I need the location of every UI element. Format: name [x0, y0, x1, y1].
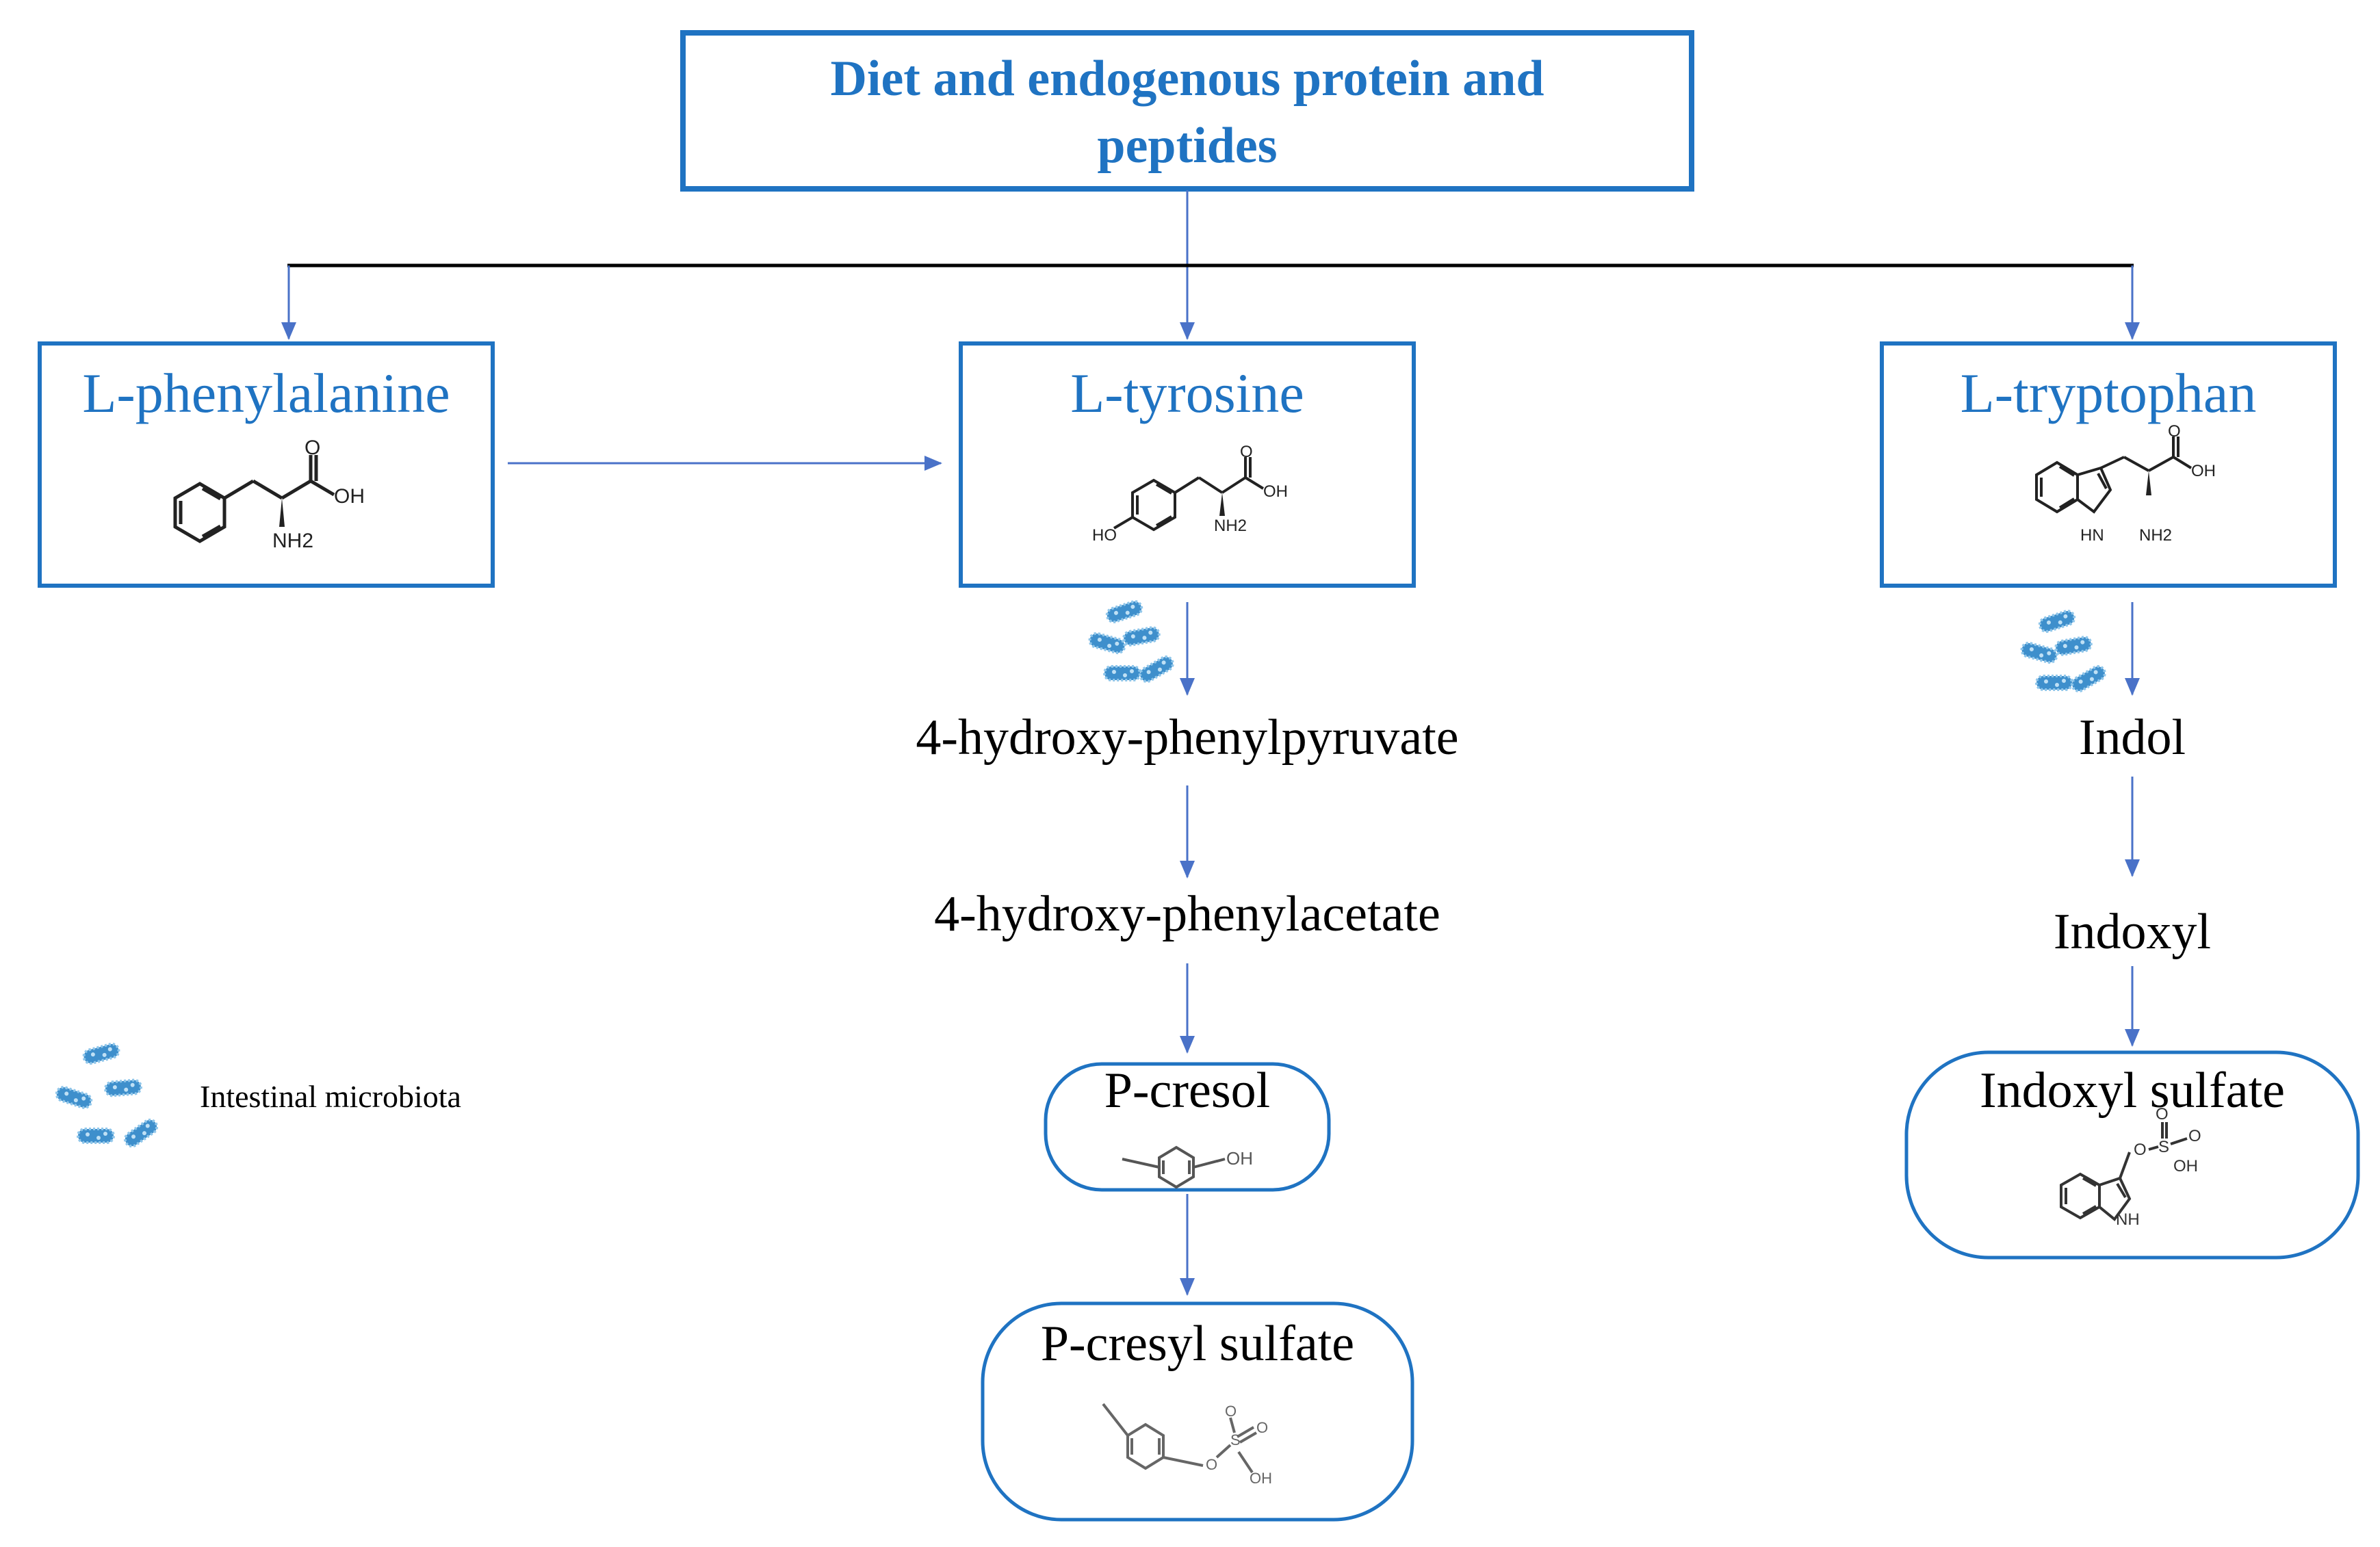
p-cresyl-s-label: S — [1230, 1431, 1241, 1448]
p-cresyl-o2-label: O — [1225, 1403, 1237, 1420]
p-cresyl-sulfate-box — [981, 1301, 1414, 1522]
tyr-ho-label: HO — [1092, 526, 1117, 545]
p-cresol-oh-label: OH — [1226, 1148, 1253, 1169]
p-cresyl-o3-label: O — [1256, 1419, 1268, 1436]
p-cresyl-o-label: O — [1206, 1456, 1217, 1473]
indoxyl-s-label: S — [2158, 1138, 2169, 1156]
indoxyl-o3-label: O — [2188, 1127, 2201, 1145]
tyr-title: L-tyrosine — [1070, 362, 1304, 424]
tyr-step-4-hydroxy-phenylacetate: 4-hydroxy-phenylacetate — [934, 886, 1440, 942]
trp-nh2-label: NH2 — [2139, 526, 2172, 545]
indoxyl-nh-label: NH — [2116, 1210, 2140, 1229]
p-cresol-box — [1044, 1062, 1331, 1192]
trp-o-label: O — [2168, 422, 2181, 441]
tyr-oh-label: OH — [1263, 482, 1288, 501]
bacteria-icon — [1087, 598, 1177, 686]
trp-title: L-tryptophan — [1960, 362, 2257, 424]
phenylalanine-structure — [173, 455, 335, 543]
trp-step-indol: Indol — [2078, 710, 2186, 766]
bacteria-icon — [53, 1041, 161, 1151]
tyr-o-label: O — [1240, 443, 1253, 461]
tyr-step-4-hydroxy-phenylpyruvate: 4-hydroxy-phenylpyruvate — [916, 710, 1459, 766]
tyrosine-structure — [1113, 457, 1265, 532]
top-box — [680, 30, 1694, 192]
phe-box — [38, 341, 495, 588]
indoxyl-o2-label: O — [2156, 1105, 2169, 1123]
top-connectors — [281, 190, 2140, 340]
trp-step-indoxyl: Indoxyl — [2053, 904, 2212, 960]
bacteria-icon — [2019, 608, 2109, 695]
indoxyl-oh-label: OH — [2173, 1157, 2198, 1175]
indoxyl-sulfate-structure — [2060, 1122, 2188, 1221]
trp-hn-label: HN — [2080, 526, 2104, 545]
top-box-title-line2: peptides — [1097, 118, 1278, 174]
trp-step-indoxyl-sulfate: Indoxyl sulfate — [1980, 1063, 2285, 1119]
p-cresyl-sulfate-structure — [1102, 1403, 1258, 1474]
tyr-step-p-cresyl-sulfate: P-cresyl sulfate — [1040, 1316, 1355, 1372]
trp-oh-label: OH — [2191, 462, 2216, 480]
tyr-box — [959, 341, 1416, 588]
phe-title: L-phenylalanine — [82, 362, 450, 424]
tryptophan-structure — [2035, 437, 2193, 514]
tyr-nh2-label: NH2 — [1214, 517, 1247, 535]
legend-label: Intestinal microbiota — [200, 1079, 461, 1114]
tyr-step-p-cresol: P-cresol — [1104, 1063, 1271, 1119]
phe-nh2-label: NH2 — [272, 530, 313, 552]
p-cresyl-oh-label: OH — [1250, 1470, 1272, 1487]
phe-o-label: O — [305, 437, 320, 459]
phe-oh-label: OH — [334, 485, 365, 508]
indoxyl-sulfate-box — [1904, 1050, 2360, 1260]
indoxyl-o-label: O — [2134, 1141, 2147, 1159]
top-box-title-line1: Diet and endogenous protein and — [830, 51, 1544, 107]
p-cresol-structure — [1122, 1145, 1226, 1189]
